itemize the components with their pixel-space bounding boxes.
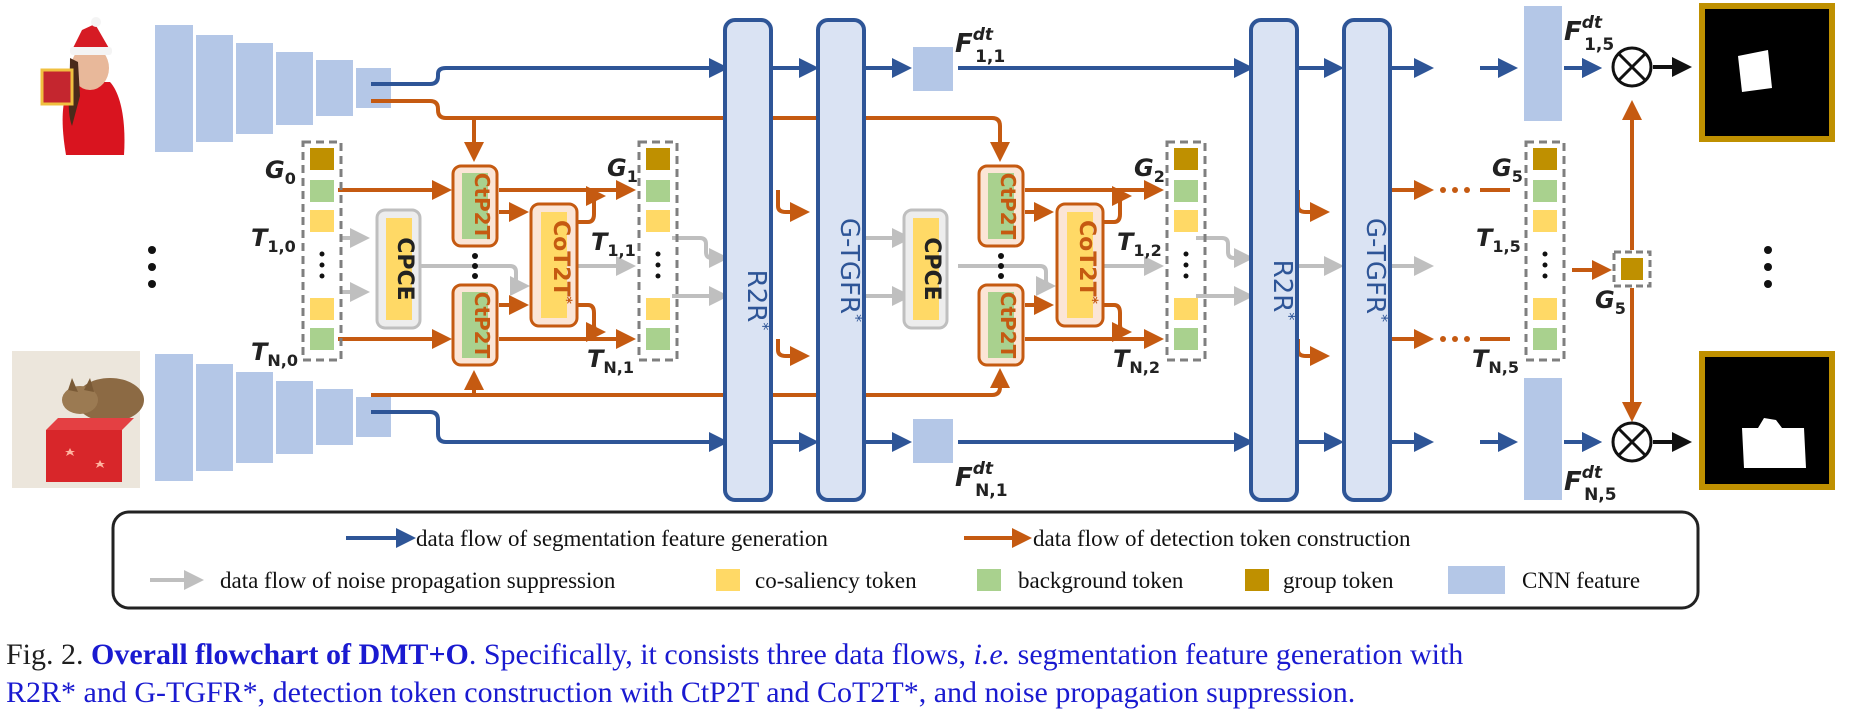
- label-tn5: TN,5: [1472, 345, 1519, 377]
- cot2t-1-label: CoT2T: [548, 220, 573, 297]
- legend-cnn-label: CNN feature: [1522, 568, 1640, 593]
- det-flow-arrows: [338, 99, 1642, 422]
- figure-caption: Fig. 2. Overall flowchart of DMT+O. Spec…: [6, 636, 1846, 712]
- legend-bg-swatch: [977, 569, 1001, 591]
- feature-blocks: [913, 6, 1562, 500]
- cnn-encoder-top: [155, 25, 391, 152]
- seg-flow-arrows: [371, 58, 1602, 452]
- legend-noise-label: data flow of noise propagation suppressi…: [220, 568, 616, 593]
- ctp2t-dots: [472, 253, 1004, 279]
- gtgfr-1-label: G-TGFR: [834, 218, 864, 314]
- group-token-g5: [1612, 250, 1652, 288]
- label-g2: G2: [1134, 154, 1165, 186]
- mask-output-1: [1699, 3, 1835, 142]
- cnn-encoder-bottom: [155, 354, 391, 481]
- label-g5-right: G5: [1595, 286, 1626, 318]
- svg-text:CoT2T*: CoT2T*: [548, 220, 574, 305]
- label-tn2: TN,2: [1113, 345, 1160, 377]
- legend-cosal-label: co-saliency token: [755, 568, 917, 593]
- legend-cnn-swatch: [1448, 566, 1505, 594]
- ctp2t-1a-label: CtP2T: [470, 173, 494, 240]
- caption-line-1: Fig. 2. Overall flowchart of DMT+O. Spec…: [6, 636, 1846, 674]
- r2r-1-star: *: [754, 322, 773, 330]
- cot2t-2-star: *: [1084, 297, 1100, 305]
- ctp2t-module-2b: CtP2T: [977, 283, 1025, 367]
- noise-flow-arrows: [342, 228, 1434, 306]
- label-tn1: TN,1: [587, 345, 634, 377]
- legend-det-label: data flow of detection token constructio…: [1033, 526, 1411, 551]
- label-g5: G5: [1492, 154, 1523, 186]
- output-arrows: [1653, 57, 1692, 452]
- r2r-2-label: R2R: [1267, 260, 1297, 313]
- cpce-module-2: CPCE: [902, 208, 949, 330]
- ellipsis-left: [148, 246, 156, 288]
- label-t15: T1,5: [1476, 224, 1521, 256]
- label-g0: G0: [265, 156, 296, 188]
- svg-text:R2R*: R2R*: [1267, 260, 1299, 321]
- cat-gift-photo: [12, 351, 144, 488]
- cpce-1-label: CPCE: [392, 237, 417, 300]
- legend-bg-label: background token: [1018, 568, 1184, 593]
- gtgfr-1-star: *: [847, 314, 866, 322]
- cpce-2-label: CPCE: [919, 237, 944, 300]
- gtgfr-2-label: G-TGFR: [1360, 218, 1390, 314]
- gtgfr-module-1: G-TGFR*: [816, 18, 866, 502]
- legend-seg-label: data flow of segmentation feature genera…: [416, 526, 828, 551]
- ctp2t-module-1a: CtP2T: [451, 164, 499, 248]
- r2r-1-label: R2R: [741, 270, 771, 323]
- multiply-circle-icon: [1611, 46, 1653, 463]
- legend-cosal-swatch: [716, 569, 740, 591]
- cot2t-module-1: CoT2T*: [529, 202, 579, 328]
- r2r-module-2: R2R*: [1249, 18, 1299, 502]
- legend-group-label: group token: [1283, 568, 1394, 593]
- cot2t-2-label: CoT2T: [1074, 220, 1099, 297]
- cpce-module-1: CPCE: [375, 208, 422, 330]
- svg-text:CoT2T*: CoT2T*: [1074, 220, 1100, 305]
- token-column-2: [1165, 140, 1207, 362]
- caption-ie: i.e.: [973, 638, 1011, 671]
- label-tn0: TN,0: [251, 338, 298, 370]
- mask-output-2: [1699, 351, 1835, 490]
- label-t12: T1,2: [1117, 228, 1162, 260]
- ctp2t-2b-label: CtP2T: [996, 292, 1020, 359]
- svg-text:R2R*: R2R*: [741, 270, 773, 331]
- ctp2t-1b-label: CtP2T: [470, 292, 494, 359]
- legend: data flow of segmentation feature genera…: [111, 510, 1700, 610]
- legend-group-swatch: [1245, 569, 1269, 591]
- token-column-1: [637, 140, 679, 362]
- ellipsis-right: [1764, 246, 1772, 288]
- label-t11: T1,1: [591, 228, 636, 260]
- gtgfr-2-star: *: [1373, 314, 1392, 322]
- caption-title: Overall flowchart of DMT+O: [91, 638, 469, 671]
- cot2t-1-star: *: [558, 297, 574, 305]
- cot2t-module-2: CoT2T*: [1055, 202, 1105, 328]
- r2r-module-1: R2R*: [723, 18, 773, 502]
- santa-girl-photo: [12, 6, 140, 159]
- caption-lead: Fig. 2.: [6, 638, 84, 671]
- ctp2t-module-1b: CtP2T: [451, 283, 499, 367]
- caption-line1-rest: . Specifically, it consists three data f…: [468, 638, 974, 671]
- label-g1: G1: [607, 154, 638, 186]
- svg-text:G-TGFR*: G-TGFR*: [834, 218, 866, 322]
- dmt-flowchart: R2R* G-TGFR* R2R* G-TGFR* CPCE CPCE CtP2…: [12, 3, 1835, 610]
- token-column-0: [301, 140, 343, 362]
- token-column-5: [1524, 140, 1566, 362]
- ctp2t-2a-label: CtP2T: [996, 173, 1020, 240]
- svg-text:G-TGFR*: G-TGFR*: [1360, 218, 1392, 322]
- label-t10: T1,0: [251, 224, 296, 256]
- caption-line-2: R2R* and G-TGFR*, detection token constr…: [6, 676, 1356, 709]
- r2r-2-star: *: [1280, 312, 1299, 320]
- det-flow-dots: [1440, 187, 1470, 342]
- ctp2t-module-2a: CtP2T: [977, 164, 1025, 248]
- gtgfr-module-2: G-TGFR*: [1342, 18, 1392, 502]
- caption-line1-end: segmentation feature generation with: [1010, 638, 1464, 671]
